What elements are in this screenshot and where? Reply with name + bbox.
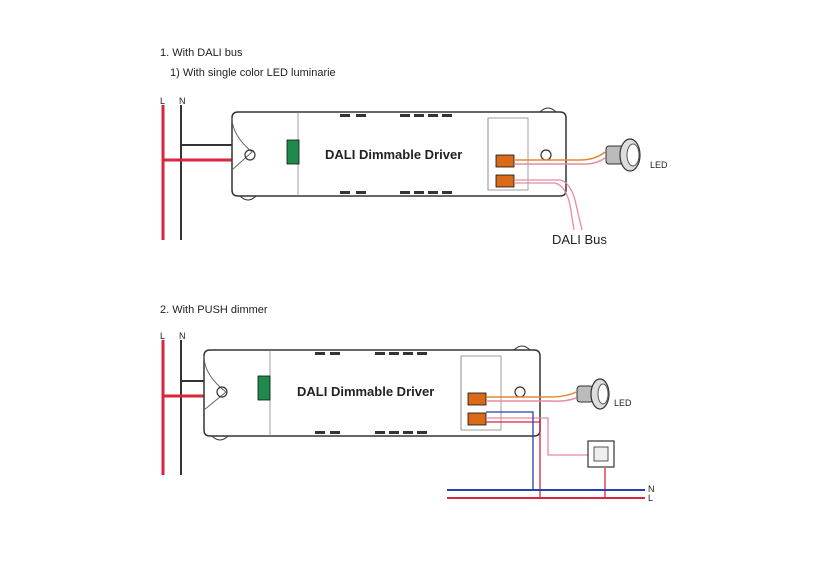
section2-label-l: L xyxy=(160,331,166,341)
section2-driver-title: DALI Dimmable Driver xyxy=(297,384,435,399)
section1-driver-body xyxy=(231,107,567,201)
section2-label-n: N xyxy=(179,331,186,341)
section1-led-terminal xyxy=(495,154,515,168)
section1-dali-bus-label: DALI Bus xyxy=(552,232,607,247)
section2-led-terminal xyxy=(467,392,487,406)
section2-input-terminal xyxy=(257,375,271,401)
section1-label-n: N xyxy=(179,96,186,106)
section1-driver-title: DALI Dimmable Driver xyxy=(325,147,463,162)
section1-heading: 1. With DALI bus xyxy=(160,47,243,59)
section1-led-label: LED xyxy=(650,160,668,170)
section2-heading: 2. With PUSH dimmer xyxy=(160,304,268,316)
section1-input-terminal xyxy=(286,139,300,165)
section1-label-l: L xyxy=(160,96,166,106)
section1-dali-terminal xyxy=(495,174,515,188)
section2-line-label-n: N xyxy=(648,484,655,494)
section1-subheading: 1) With single color LED luminarie xyxy=(170,67,336,79)
section2-led-label: LED xyxy=(614,398,632,408)
section2-led-lamp-icon xyxy=(576,378,610,410)
section2-driver-body xyxy=(203,345,541,441)
section2-dim-terminal xyxy=(467,412,487,426)
section1-led-lamp-icon xyxy=(605,138,641,172)
push-dimmer-switch-icon xyxy=(587,440,615,468)
section2-line-label-l: L xyxy=(648,493,654,503)
